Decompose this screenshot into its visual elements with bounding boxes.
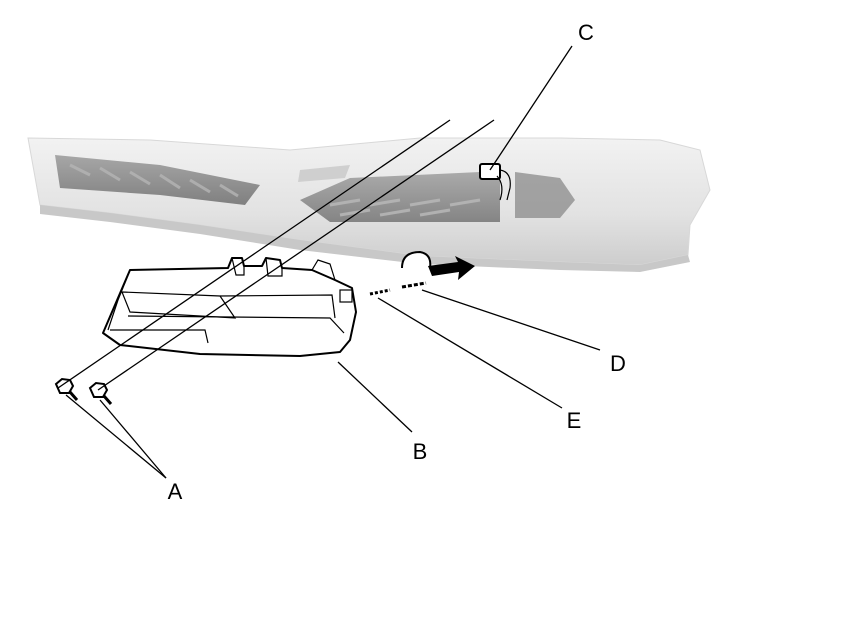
- fog-light-opening: [515, 172, 575, 218]
- callout-b: B: [413, 439, 428, 464]
- leader-lines: [57, 45, 601, 479]
- callout-a: A: [168, 479, 183, 504]
- grille-center: [300, 172, 500, 222]
- front-bumper: [27, 137, 711, 272]
- fog-light-assembly: [102, 257, 357, 357]
- screw-icon: [54, 377, 79, 401]
- callout-e: E: [567, 408, 582, 433]
- callout-c: C: [578, 20, 594, 45]
- connector-icon: [479, 163, 511, 201]
- clip-icon: [369, 281, 427, 296]
- callout-d: D: [610, 351, 626, 376]
- grille-mesh: [69, 163, 239, 198]
- rotate-arrow-icon: [401, 250, 475, 280]
